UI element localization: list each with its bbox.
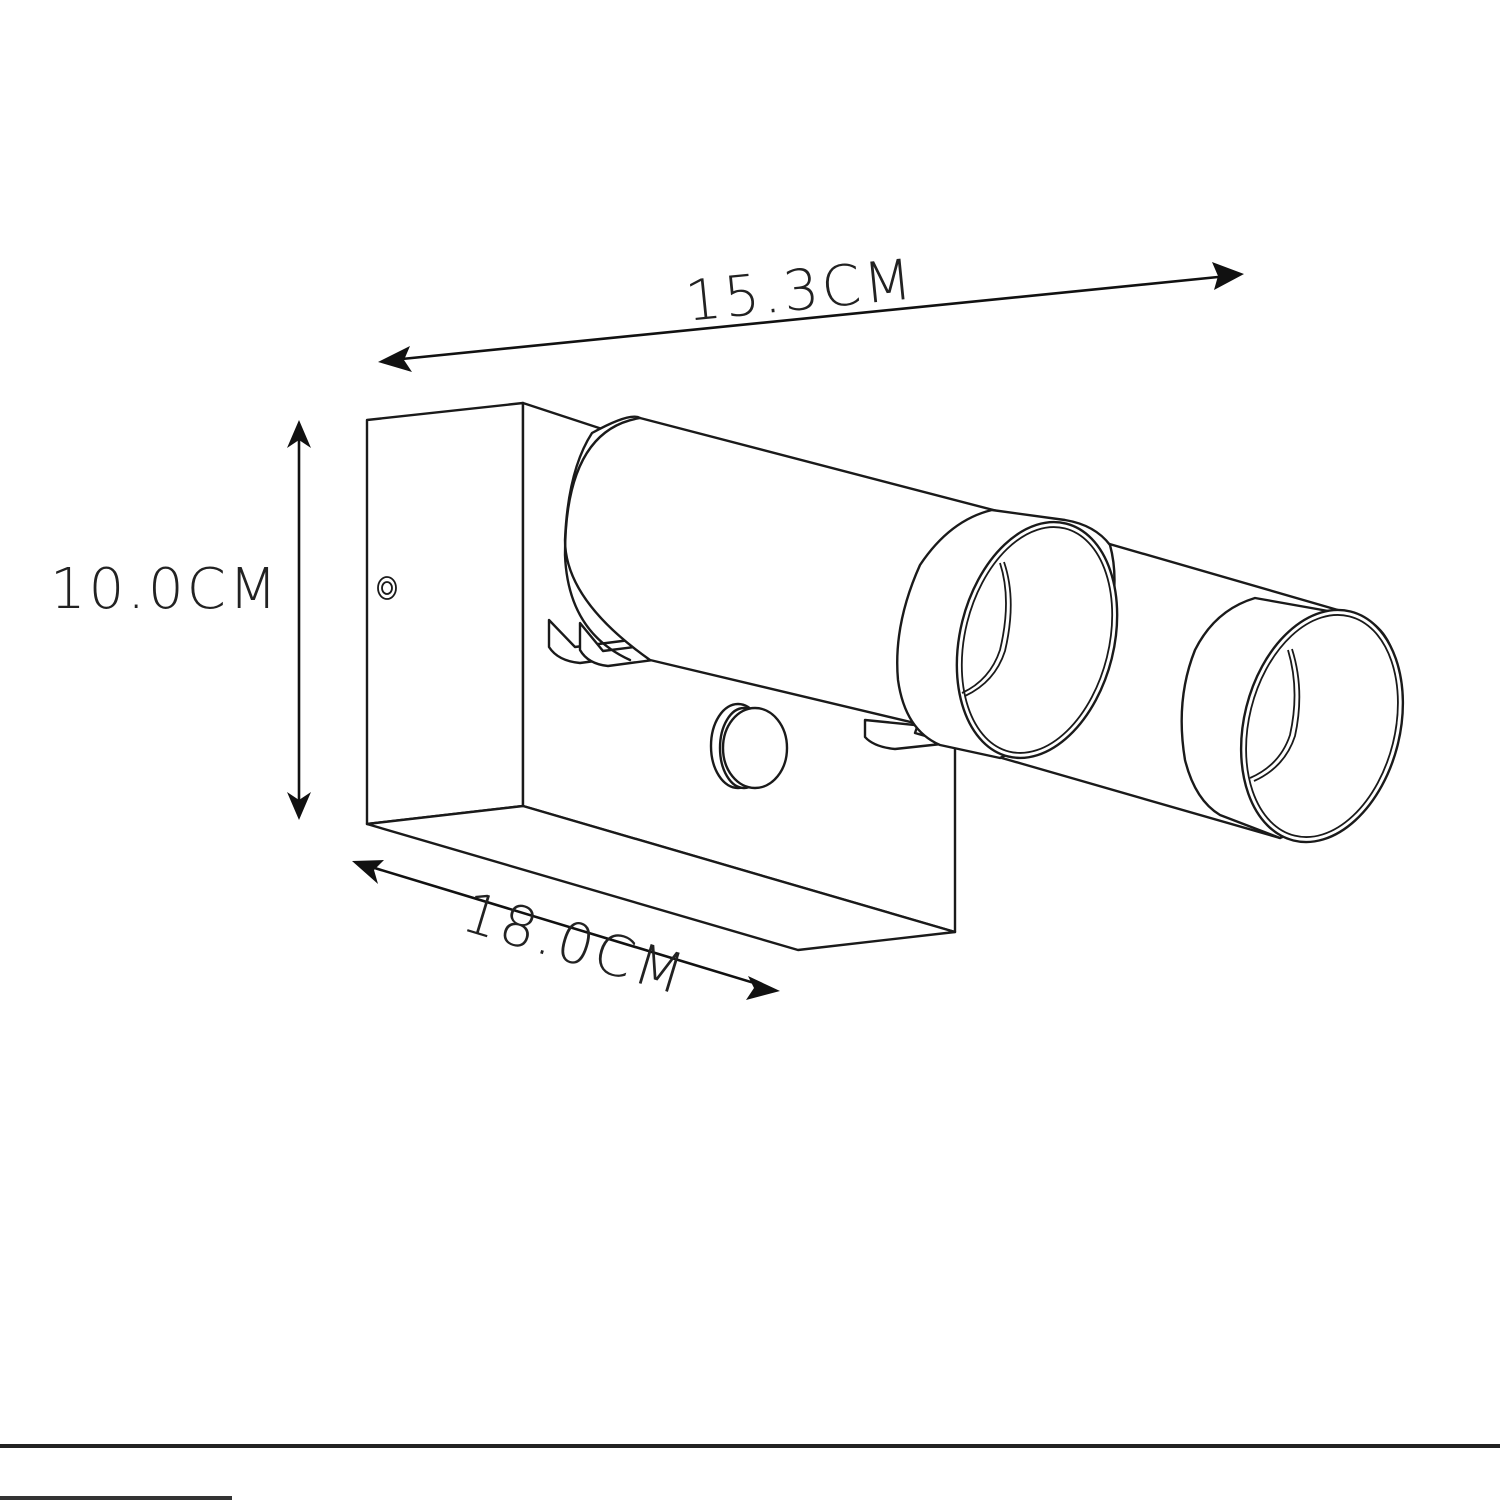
housing-side-face xyxy=(365,401,525,826)
width-dimension: 15.3CM xyxy=(378,247,1244,372)
arrow-down-icon xyxy=(287,792,311,820)
screw-icon xyxy=(377,576,397,600)
lens-inner-2 xyxy=(1249,649,1296,779)
lens-ring-2 xyxy=(1239,608,1405,844)
arrow-left-icon xyxy=(378,346,412,372)
width-dimension-line xyxy=(391,274,1229,362)
arrow-left-icon xyxy=(352,860,384,884)
arrow-right-icon xyxy=(746,976,780,1000)
lens-ring-1 xyxy=(955,520,1119,760)
arrow-up-icon xyxy=(287,420,311,448)
spot-head-front xyxy=(896,508,1405,844)
footer-rules xyxy=(0,1444,1500,1500)
housing-bottom-face xyxy=(365,804,957,952)
height-dimension: 10.0CM xyxy=(50,420,311,820)
depth-dimension-line xyxy=(367,864,765,988)
lens-inner-1 xyxy=(961,562,1007,694)
arrow-right-icon xyxy=(1212,262,1244,290)
motion-sensor-icon xyxy=(709,702,789,790)
height-label: 10.0CM xyxy=(50,557,280,622)
width-label: 15.3CM xyxy=(682,247,917,335)
